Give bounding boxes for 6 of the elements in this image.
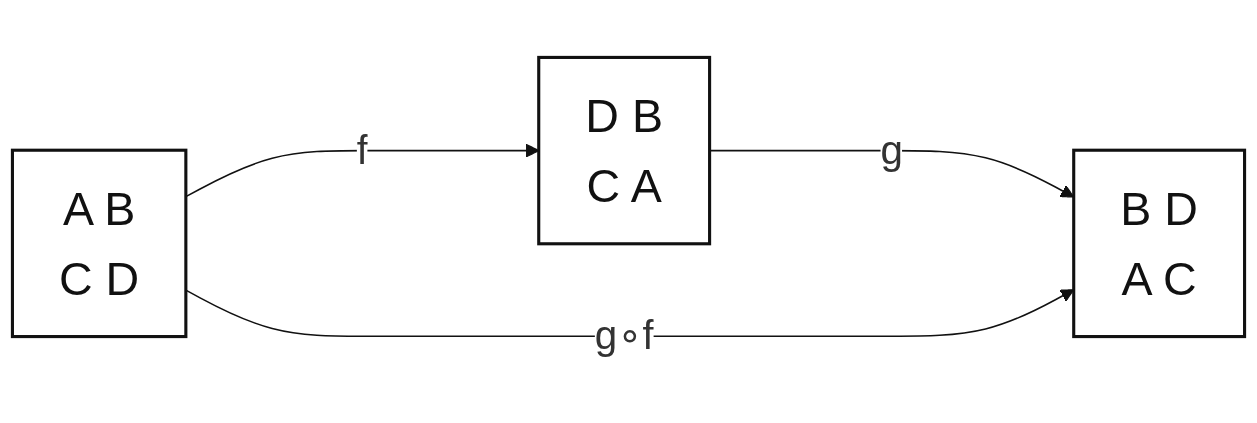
edge-label: g — [880, 126, 903, 173]
node-box: B D A C — [1072, 148, 1247, 338]
node-box: A B C D — [10, 148, 188, 338]
edge-label: g∘f — [594, 311, 654, 359]
node-box: D B C A — [537, 55, 712, 245]
edge-label: f — [356, 126, 368, 173]
